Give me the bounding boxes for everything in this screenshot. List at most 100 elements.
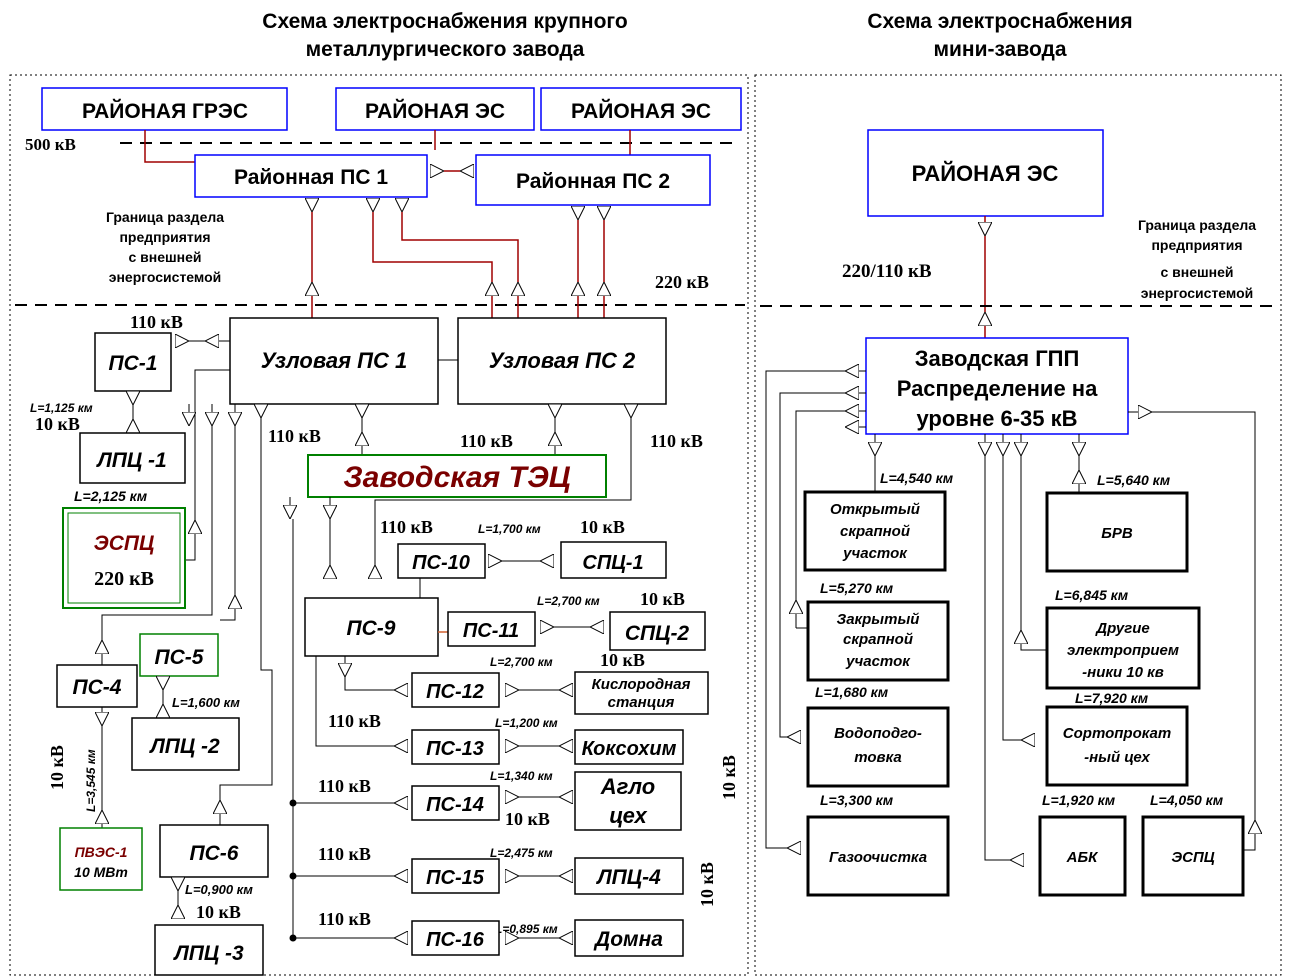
len-4540: L=4,540 км: [880, 470, 954, 486]
ps12-kis-arrow-b: [559, 683, 573, 697]
len-1200: L=1,200 км: [495, 716, 558, 730]
zakr-label-2: скрапной: [843, 631, 913, 648]
rayon-ps2-label: Районная ПС 2: [516, 170, 670, 193]
ps-5-label: ПС-5: [155, 646, 204, 669]
len-3545: L=3,545 км: [84, 749, 98, 812]
ps-12-label: ПС-12: [426, 681, 484, 703]
feeder-espc-b: [185, 534, 196, 561]
ps-1-label: ПС-1: [109, 352, 158, 375]
label-110kv-c: 110 кВ: [460, 431, 513, 451]
grs-label: РАЙОНАЯ ГРЭС: [82, 99, 248, 123]
ps5-lpc2-arrow-b: [156, 704, 170, 718]
len-1920: L=1,920 км: [1042, 792, 1116, 808]
ps-9-box: [304, 597, 439, 657]
right-boundary-1: Граница раздела: [1138, 217, 1256, 233]
abk-label: АБК: [1066, 849, 1099, 866]
len-7920: L=7,920 км: [1075, 690, 1149, 706]
ps14-in-arrow: [394, 796, 408, 810]
gpp-otkr-arrow: [868, 442, 882, 456]
ps-16-label: ПС-16: [426, 929, 485, 951]
tec-ps9-arrow: [323, 505, 337, 519]
label-110kv-a: 110 кВ: [130, 312, 183, 332]
len-6845: L=6,845 км: [1055, 587, 1129, 603]
espc-arrow: [188, 520, 202, 534]
uzl2-in-arrow-4: [597, 282, 611, 296]
r-feeder-drug-b: [1020, 644, 1047, 651]
spc-1-label: СПЦ-1: [582, 552, 643, 574]
es1-box: [335, 87, 535, 131]
aglo-label-2: цех: [609, 803, 647, 828]
ps9-ps12-line: [344, 677, 394, 691]
uzl-ps1-box: [229, 317, 439, 405]
uzl-ps2-label: Узловая ПС 2: [489, 348, 636, 373]
left-title-line2: металлургического завода: [306, 38, 585, 61]
uzl-ps2-box: [457, 317, 667, 405]
ps2-out-arrow-1: [571, 206, 585, 220]
ps-16-box: [411, 920, 500, 956]
feeder-uzl2-ps9: [374, 418, 632, 565]
rayon-ps1-box: [194, 154, 428, 198]
gpp-out-3: [845, 404, 859, 418]
ps-6-box: [159, 824, 269, 878]
sort-label-2: -ный цех: [1084, 749, 1150, 766]
drug-label-3: -ники 10 кв: [1082, 664, 1164, 681]
sort-box: [1045, 705, 1189, 787]
ps-6-label: ПС-6: [190, 842, 239, 865]
uzl2-in-arrow-2: [511, 282, 525, 296]
ps-13-label: ПС-13: [426, 738, 484, 760]
espc-label: ЭСПЦ: [94, 532, 155, 555]
ps-14-box: [411, 785, 500, 821]
len-1125: L=1,125 км: [30, 401, 93, 415]
ps-4-box: [56, 664, 138, 708]
r-feeder-zakr: [795, 410, 845, 600]
ps6-lpc3-arrow-b: [171, 905, 185, 919]
koks-label: Коксохим: [582, 738, 677, 760]
label-110kv-i: 110 кВ: [318, 909, 371, 929]
label-220kv: 220 кВ: [655, 272, 709, 292]
lpc-1-box: [79, 432, 186, 484]
rayon-ps2-box: [475, 154, 711, 206]
pves-label: ПВЭС-1: [75, 844, 128, 860]
gpp-out-4: [845, 420, 859, 434]
ps-11-box: [447, 611, 536, 647]
len-1340: L=1,340 км: [490, 769, 553, 783]
len-4050: L=4,050 км: [1150, 792, 1224, 808]
len-2475: L=2,475 км: [490, 846, 553, 860]
ps1sub-arrow-b: [205, 334, 219, 348]
tie-arrow-right: [430, 164, 444, 178]
ps10-spc1-arrow-a: [488, 554, 502, 568]
len-1600: L=1,600 км: [172, 695, 240, 710]
zakr-in-arrow: [789, 600, 803, 614]
vodo-label-1: Водоподго-: [834, 725, 922, 742]
ps-9-label: ПС-9: [347, 617, 396, 640]
lpc-3-box: [154, 924, 264, 976]
len-1700: L=1,700 км: [478, 522, 541, 536]
label-500kv: 500 кВ: [25, 135, 76, 154]
pves-box: [59, 827, 143, 891]
r-feeder-espc-b: [1243, 834, 1256, 851]
aglo-box: [574, 771, 682, 831]
ps-10-box: [397, 543, 486, 579]
lpc-4-box: [574, 857, 684, 895]
domna-box: [574, 919, 684, 957]
ps-10-label: ПС-10: [412, 552, 470, 574]
otkr-box: [803, 490, 947, 572]
r-feeder-espc: [1152, 411, 1256, 820]
ps15-lpc4-arrow-a: [505, 869, 519, 883]
len-2700b: L=2,700 км: [490, 655, 553, 669]
gpp-brv-arrow-a: [1072, 442, 1086, 456]
label-110kv-g: 110 кВ: [318, 776, 371, 796]
ps10-spc1-arrow-b: [540, 554, 554, 568]
uzl1-tec-arrow-b: [355, 432, 369, 446]
ps-13-box: [411, 729, 500, 765]
koks-box: [574, 729, 684, 765]
vodo-in-arrow: [787, 730, 801, 744]
gaz-box: [806, 815, 950, 897]
ps-15-box: [411, 858, 500, 894]
feeder-ps5-b: [220, 609, 236, 621]
lpc-4-label: ЛПЦ-4: [595, 866, 661, 889]
len-5640: L=5,640 км: [1097, 472, 1171, 488]
brv-label: БРВ: [1101, 525, 1133, 542]
gpp-espc-arrow: [1138, 405, 1152, 419]
